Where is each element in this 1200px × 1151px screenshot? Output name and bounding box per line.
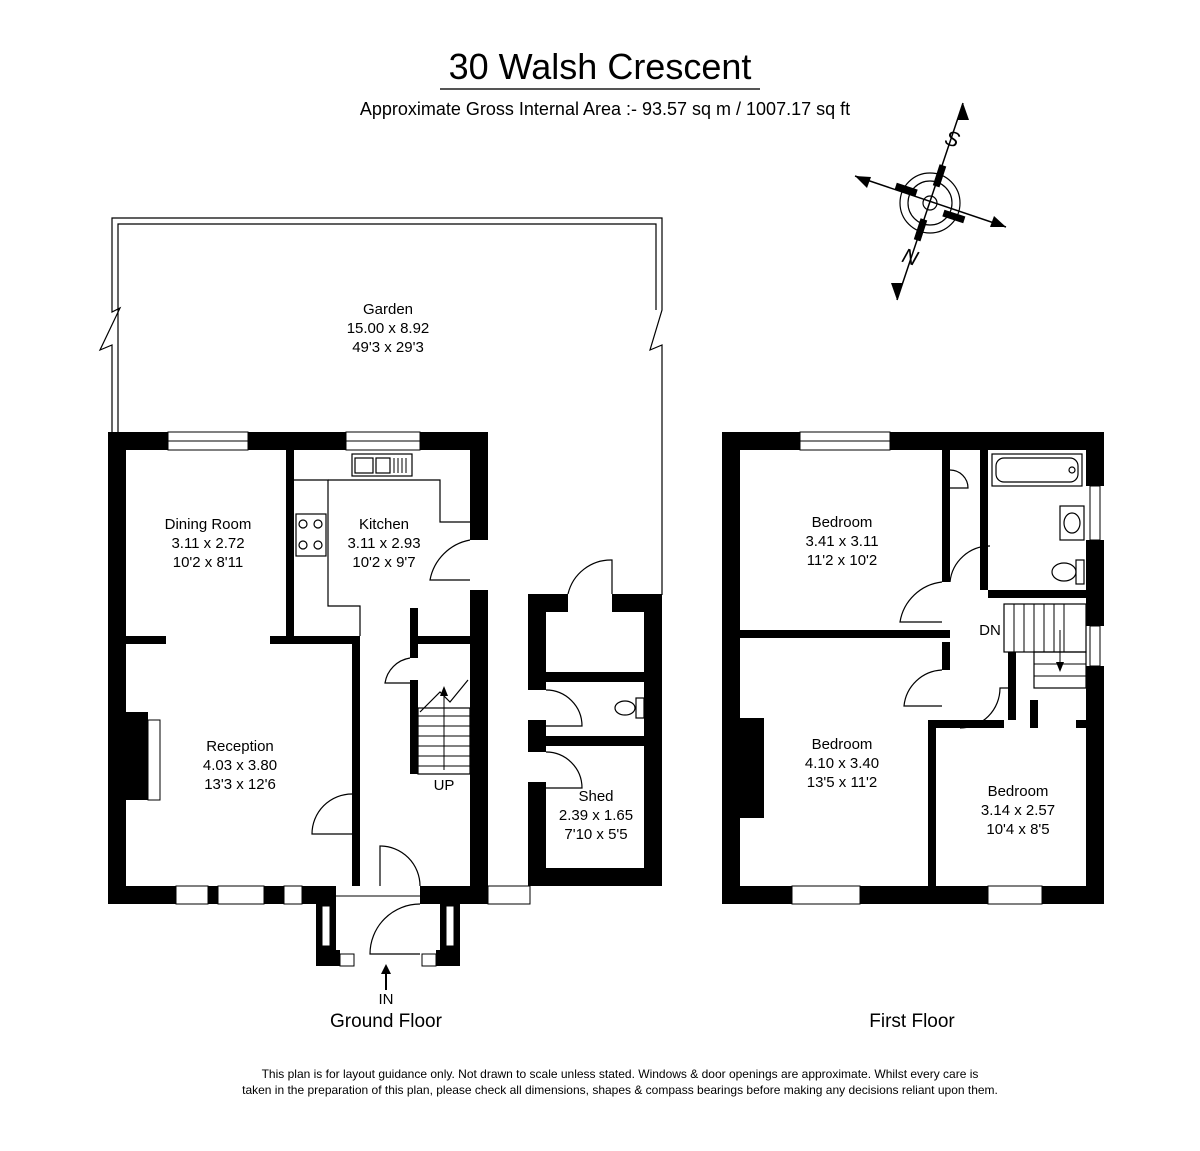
room-label-reception: Reception 4.03 x 3.80 13'3 x 12'6 — [160, 737, 320, 794]
room-label-bedroom-2: Bedroom 4.10 x 3.40 13'5 x 11'2 — [762, 735, 922, 792]
room-metric: 3.11 x 2.93 — [347, 535, 421, 552]
room-metric: 3.41 x 3.11 — [805, 533, 879, 550]
room-imperial: 13'5 x 11'2 — [806, 774, 878, 791]
room-imperial: 10'4 x 8'5 — [986, 821, 1050, 838]
room-metric: 3.11 x 2.72 — [171, 535, 245, 552]
room-name: Shed — [578, 788, 614, 805]
garden-boundary — [98, 217, 663, 595]
room-label-bedroom-3: Bedroom 3.14 x 2.57 10'4 x 8'5 — [938, 782, 1098, 839]
room-name: Reception — [206, 738, 274, 755]
room-metric: 4.10 x 3.40 — [804, 755, 880, 772]
room-name: Bedroom — [811, 736, 873, 753]
room-label-kitchen: Kitchen 3.11 x 2.93 10'2 x 9'7 — [314, 515, 454, 572]
outbuilding-walls — [528, 559, 662, 886]
room-label-bedroom-1: Bedroom 3.41 x 3.11 11'2 x 10'2 — [762, 513, 922, 570]
stairs-down-label: DN — [979, 622, 1001, 639]
room-metric: 4.03 x 3.80 — [202, 757, 278, 774]
entrance-label: IN — [378, 991, 394, 1008]
room-imperial: 11'2 x 10'2 — [806, 552, 878, 569]
disclaimer-line-2: taken in the preparation of this plan, p… — [242, 1083, 998, 1097]
first-floor-label: First Floor — [869, 1011, 955, 1032]
room-imperial: 49'3 x 29'3 — [352, 339, 424, 356]
stairs-up-label: UP — [433, 777, 455, 794]
title-underline — [440, 88, 760, 90]
ground-floor-label: Ground Floor — [330, 1011, 442, 1032]
room-metric: 3.14 x 2.57 — [980, 802, 1056, 819]
ground-floor-walls — [108, 431, 531, 990]
gross-internal-area: Approximate Gross Internal Area :- 93.57… — [359, 99, 851, 119]
plan-title: 30 Walsh Crescent — [448, 46, 752, 87]
room-label-garden: Garden 15.00 x 8.92 49'3 x 29'3 — [308, 300, 468, 357]
room-imperial: 13'3 x 12'6 — [204, 776, 276, 793]
room-imperial: 10'2 x 8'11 — [172, 554, 244, 571]
room-metric: 15.00 x 8.92 — [346, 320, 430, 337]
room-metric: 2.39 x 1.65 — [558, 807, 634, 824]
room-name: Garden — [362, 301, 414, 318]
disclaimer-line-1: This plan is for layout guidance only. N… — [261, 1067, 979, 1081]
room-label-shed: Shed 2.39 x 1.65 7'10 x 5'5 — [546, 787, 646, 844]
compass-rose-icon — [854, 102, 1007, 301]
room-name: Dining Room — [164, 516, 252, 533]
first-floor-walls — [722, 431, 1104, 905]
room-label-dining-room: Dining Room 3.11 x 2.72 10'2 x 8'11 — [128, 515, 288, 572]
disclaimer: This plan is for layout guidance only. N… — [0, 1066, 1200, 1098]
room-name: Bedroom — [987, 783, 1049, 800]
room-name: Kitchen — [358, 516, 410, 533]
room-imperial: 7'10 x 5'5 — [564, 826, 628, 843]
room-name: Bedroom — [811, 514, 873, 531]
room-imperial: 10'2 x 9'7 — [352, 554, 416, 571]
